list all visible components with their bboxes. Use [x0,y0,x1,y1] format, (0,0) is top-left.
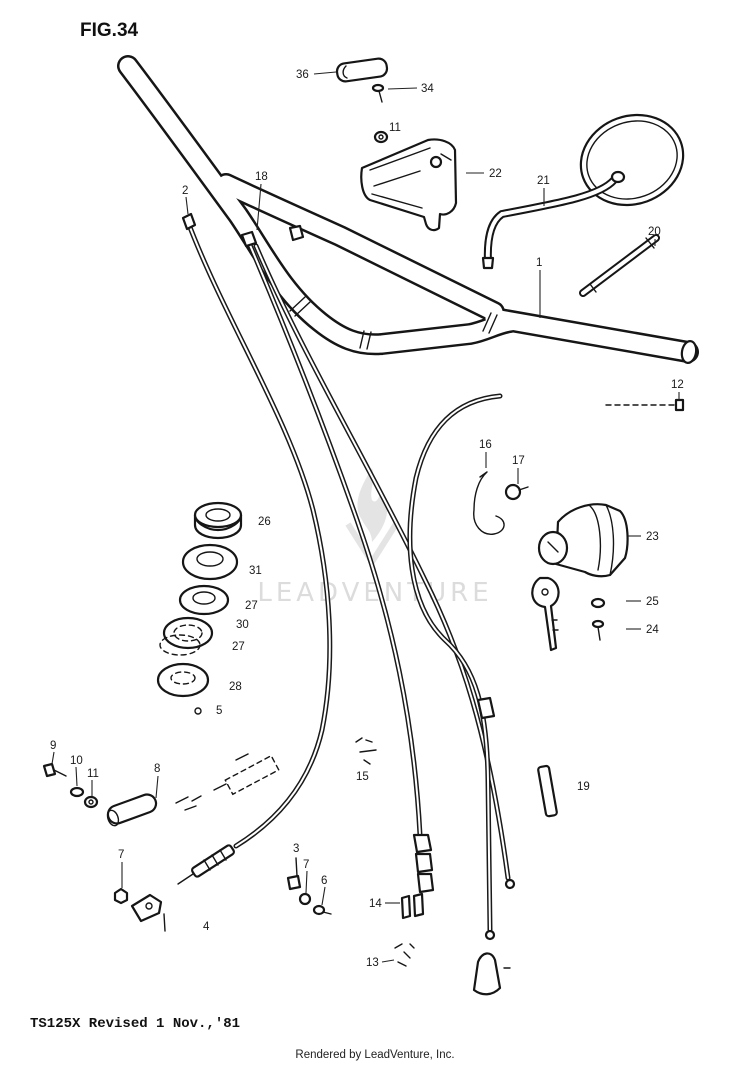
callout-2: 2 [182,185,188,197]
callout-17: 17 [512,455,525,467]
callout-6: 6 [321,875,327,887]
watermark-text: LEADVENTURE [257,578,492,608]
handlebar-stub [288,224,305,242]
callout-13: 13 [366,957,379,969]
callout-23: 23 [646,531,659,543]
part-11-nut [83,795,99,809]
handlebar-clamp-marks [289,296,498,350]
part-10-washer [69,786,85,798]
callout-18: 18 [255,171,268,183]
part-36-cover [335,57,389,83]
callout-12: 12 [671,379,684,391]
part-7-washer [298,892,312,906]
part-25-washer [590,597,606,609]
part-19-rod [537,764,558,818]
grommet-stack [156,501,243,715]
callout-19: 19 [577,781,590,793]
callout-14: 14 [369,898,382,910]
part-8-holder [106,793,158,827]
figure-title: FIG.34 [80,20,139,41]
callout-8: 8 [154,763,160,775]
callout-36: 36 [296,69,309,81]
cable-2-end [181,212,197,231]
cable-guide-pieces [175,753,280,811]
part-34-screw [371,83,385,103]
cable-third-grommet [476,696,496,720]
callout-30: 30 [236,619,249,631]
part-28-grommet [156,662,210,698]
housing-nut [373,130,389,144]
part-15-clamp [355,737,377,765]
ignition-key [531,576,560,652]
cable-third-end [504,878,516,890]
cable-right-end [484,929,496,941]
part-27-ring [178,584,230,616]
callout-21: 21 [537,175,550,187]
control-cables [177,212,516,941]
part-24-screw [591,619,605,641]
cable-18-adjuster [412,833,435,894]
model-revision-note: TS125X Revised 1 Nov.,'81 [30,1016,240,1032]
watermark-logo-icon [357,468,388,542]
part-13-fittings [394,943,415,967]
part-31-grommet [181,543,239,581]
callout-11: 11 [87,768,99,780]
part-9-bolt [42,762,67,778]
part-16-clip [473,471,505,535]
callout-1: 1 [536,257,542,269]
callout-9: 9 [50,740,56,752]
part-27-ring-lower [159,634,201,656]
callout-24: 24 [646,624,659,636]
rubber-boot [472,952,502,996]
ignition-switch [537,503,629,578]
callout-4: 4 [203,921,210,933]
cable-18-end [240,230,258,248]
callout-28: 28 [229,681,242,693]
mirror [481,113,685,270]
switch-housing [360,130,458,232]
part-26-grommet [193,513,243,540]
part-20-pin [579,234,660,297]
callout-16: 16 [479,439,492,451]
callout-20: 20 [648,226,661,238]
part-5-ring [194,707,202,715]
callout-27-lower: 27 [232,641,245,653]
callout-15: 15 [356,771,369,783]
callout-7-right: 7 [303,859,309,871]
callout-26: 26 [258,516,271,528]
part-3-bolt [286,857,302,891]
handlebar-end-cap [680,339,698,365]
part-7-nut [113,887,129,905]
callout-34: 34 [421,83,434,95]
part-6-screw [312,904,332,916]
callout-10: 10 [70,755,83,767]
callout-5: 5 [216,705,222,717]
watermark: LEADVENTURE [257,468,492,608]
cable-adjuster [191,844,235,878]
callout-leaders [51,71,680,963]
part-14-adjuster [400,892,425,920]
part-30-ring [162,616,214,650]
render-credit: Rendered by LeadVenture, Inc. [295,1049,454,1061]
callout-7: 7 [118,849,124,861]
part-17-screw [504,483,529,501]
part-4-bracket [130,893,166,932]
callout-25: 25 [646,596,659,608]
callout-22: 22 [489,168,502,180]
callout-27: 27 [245,600,258,612]
callout-labels: 36 34 11 22 21 18 2 20 1 12 16 17 23 25 … [50,69,684,969]
callout-31: 31 [249,565,262,577]
callout-11-top: 11 [389,122,401,134]
part-12-head [674,398,685,412]
callout-3: 3 [293,843,299,855]
handlebar [117,55,699,365]
